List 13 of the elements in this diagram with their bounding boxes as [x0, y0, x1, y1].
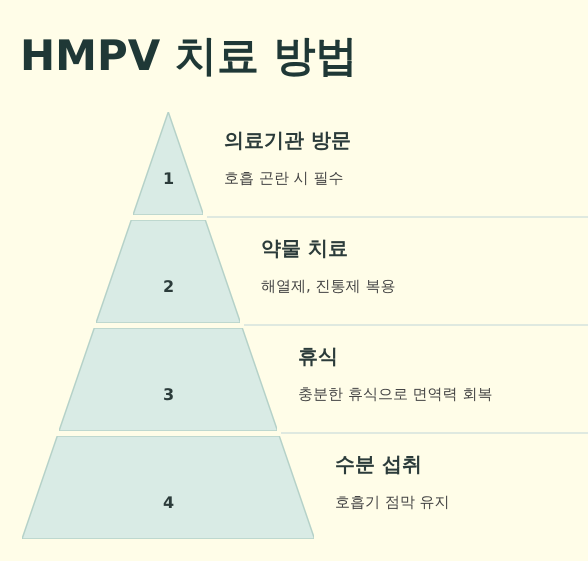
- step-description: 충분한 휴식으로 면역력 회복: [298, 385, 492, 404]
- step-number: 1: [162, 168, 174, 188]
- step-description: 호흡 곤란 시 필수: [224, 169, 344, 188]
- step-title: 수분 섭취: [335, 451, 422, 478]
- step-description: 해열제, 진통제 복용: [261, 277, 396, 296]
- step-description: 호흡기 점막 유지: [335, 493, 450, 512]
- step-number: 3: [162, 384, 174, 404]
- title: HMPV 치료 방법: [20, 30, 358, 82]
- step-title: 약물 치료: [261, 235, 348, 262]
- step-title: 의료기관 방문: [224, 127, 351, 154]
- step-number: 2: [162, 276, 174, 296]
- step-number: 4: [162, 492, 174, 512]
- step-title: 휴식: [298, 343, 338, 370]
